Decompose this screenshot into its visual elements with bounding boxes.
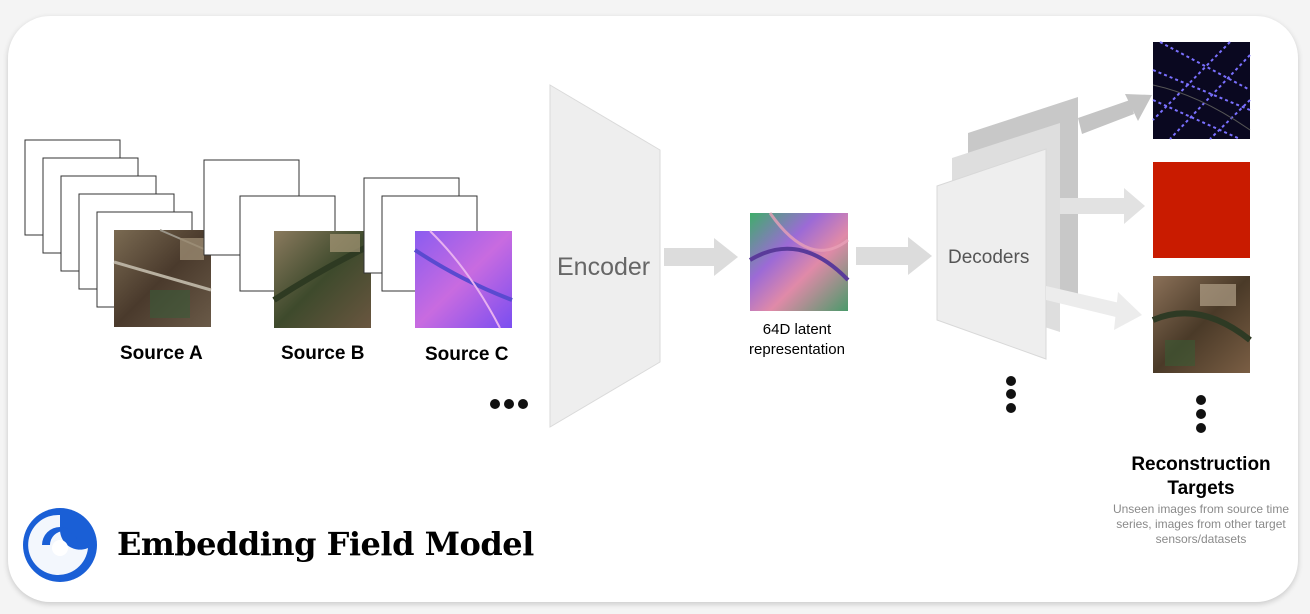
arrow-latent-to-decoders xyxy=(856,237,932,275)
source-a-label: Source A xyxy=(120,343,203,364)
encoder-shape xyxy=(549,84,661,428)
targets-description: Unseen images from source time series, i… xyxy=(1112,502,1290,546)
decoders-label: Decoders xyxy=(948,247,1030,268)
latent-image xyxy=(748,212,850,311)
targets-title-line1: Reconstruction xyxy=(1131,454,1271,475)
page-title: Embedding Field Model xyxy=(117,525,534,563)
arrow-to-target-3 xyxy=(1046,286,1142,330)
targets-title: Reconstruction Targets xyxy=(1106,453,1296,501)
decoders-ellipsis-icon xyxy=(1006,376,1016,413)
source-b-image xyxy=(272,231,373,328)
latent-label: 64D latent representation xyxy=(717,320,877,360)
arrow-encoder-to-latent xyxy=(664,238,738,276)
deepmind-logo-icon xyxy=(23,508,97,582)
source-a-image xyxy=(113,229,212,327)
sources-ellipsis-icon xyxy=(490,399,528,409)
decoder-front xyxy=(936,148,1047,360)
target-image-3 xyxy=(1151,276,1252,373)
arrow-to-target-1 xyxy=(1078,94,1152,134)
arrow-to-target-2 xyxy=(1060,188,1145,224)
target-image-1 xyxy=(1152,41,1251,140)
source-b-label: Source B xyxy=(281,343,365,364)
latent-label-line2: representation xyxy=(749,341,845,358)
latent-label-line1: 64D latent xyxy=(762,321,832,338)
source-c-label: Source C xyxy=(425,344,509,365)
encoder-label: Encoder xyxy=(557,253,651,281)
source-c-image xyxy=(413,230,513,329)
target-image-2 xyxy=(1153,162,1250,258)
targets-title-line2: Targets xyxy=(1167,478,1235,499)
targets-ellipsis-icon xyxy=(1196,395,1206,433)
